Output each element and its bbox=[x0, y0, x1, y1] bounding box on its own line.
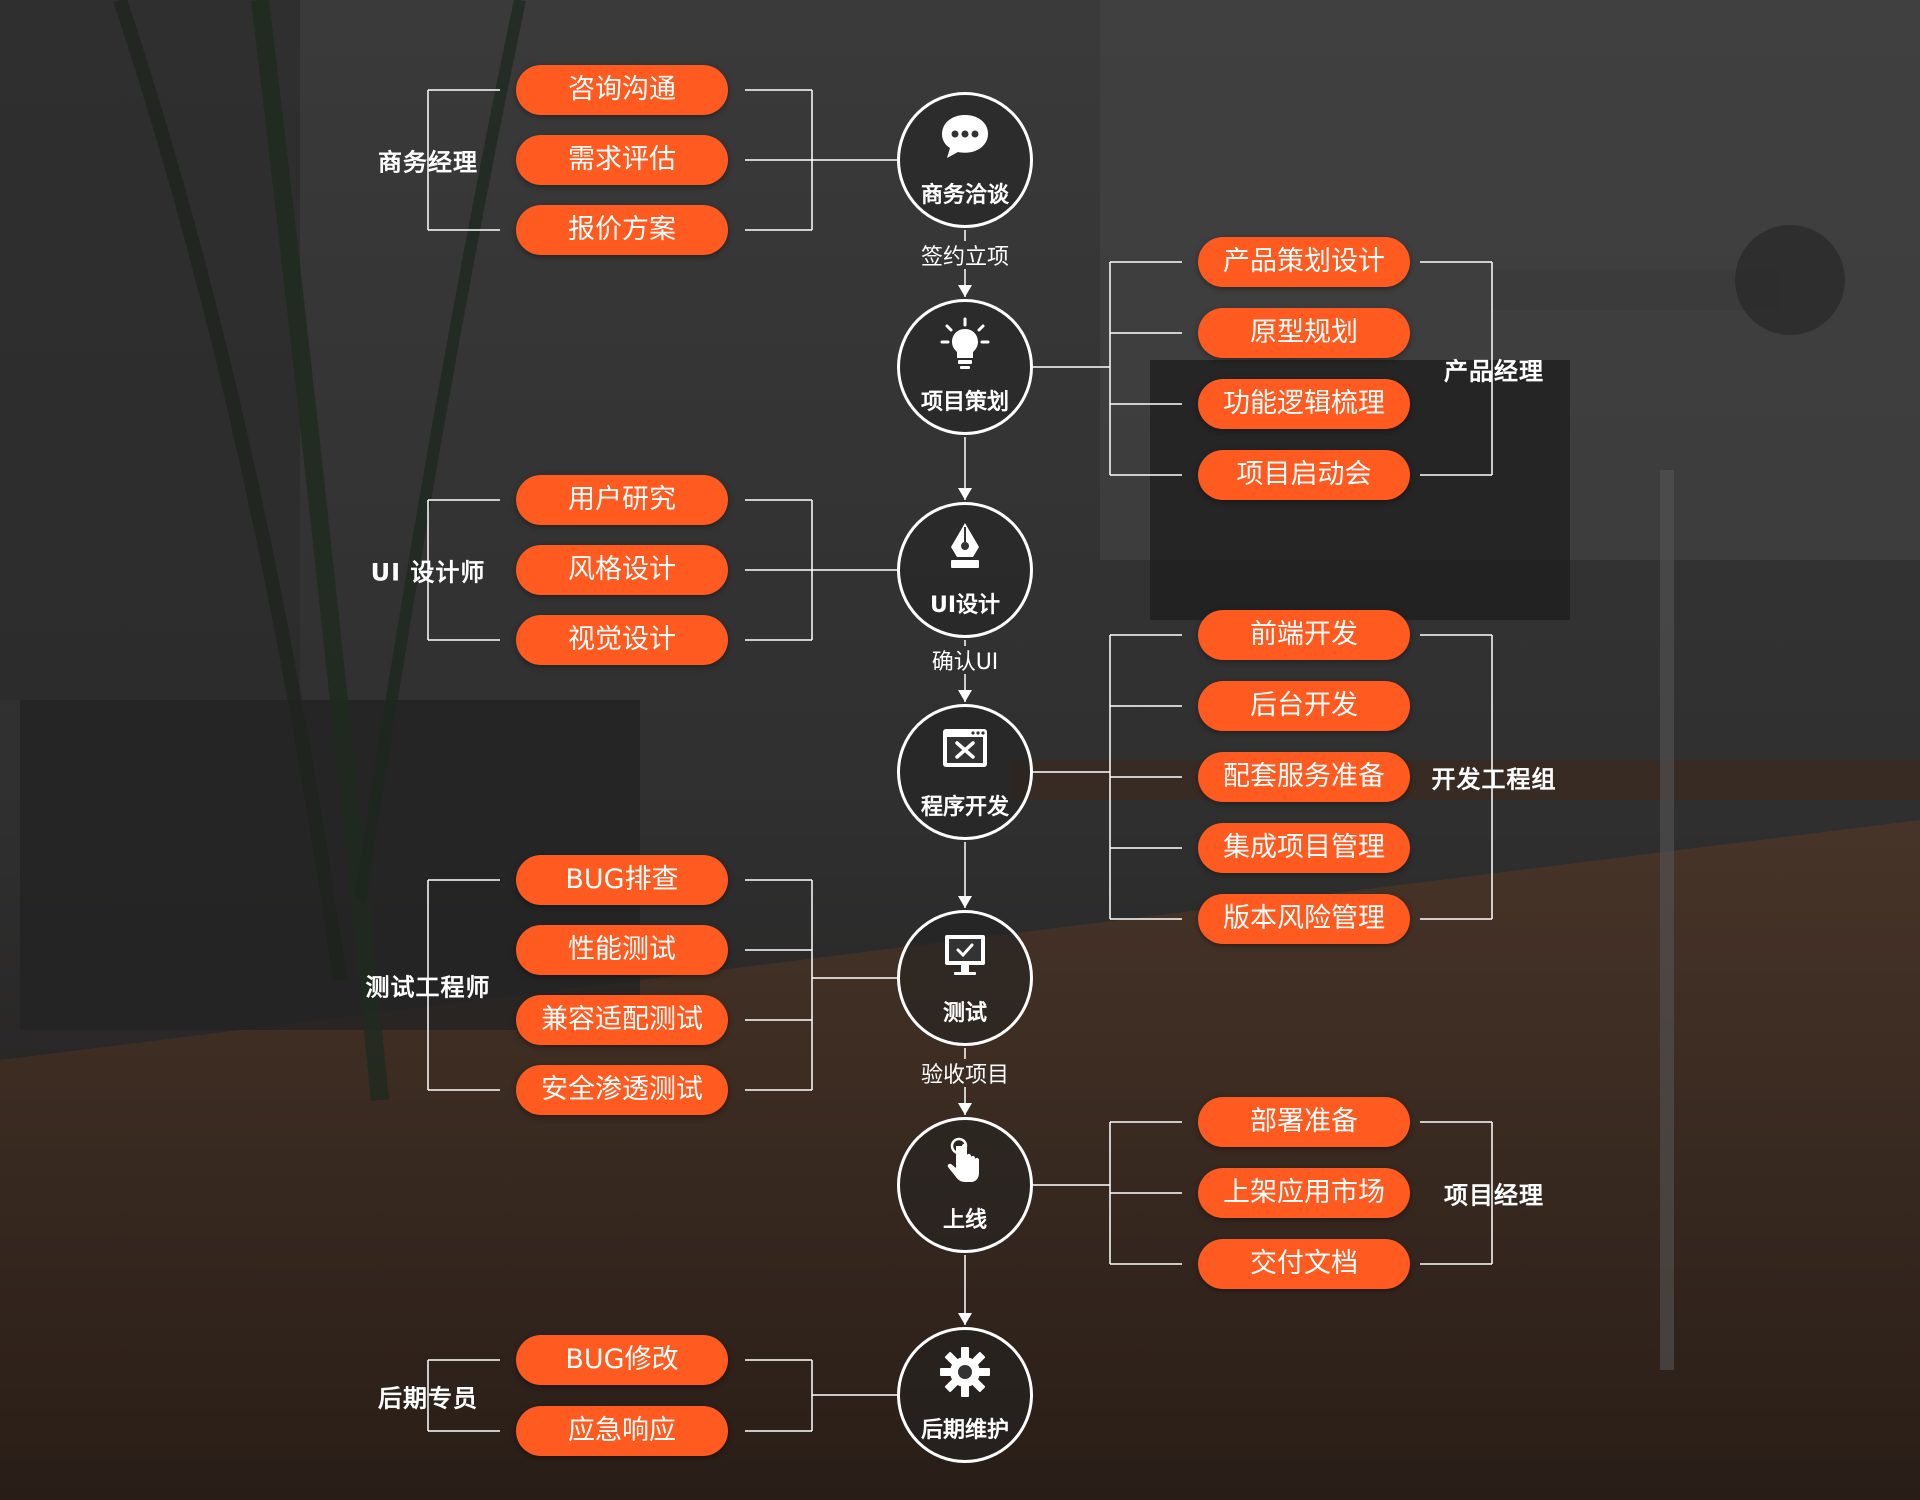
task-pill: 报价方案 bbox=[516, 205, 728, 255]
pen-nib-icon bbox=[937, 519, 993, 575]
transition-label: 确认UI bbox=[931, 650, 999, 675]
stage-label: 上线 bbox=[942, 1208, 987, 1233]
task-pill: 咨询沟通 bbox=[516, 65, 728, 115]
stage-label: 商务洽谈 bbox=[920, 183, 1009, 208]
role-label: 产品经理 bbox=[1444, 357, 1544, 385]
stage-node-7: 后期维护 bbox=[897, 1327, 1033, 1463]
stage-label: 测试 bbox=[942, 1001, 987, 1026]
task-pill: 用户研究 bbox=[516, 475, 728, 525]
task-pill: 视觉设计 bbox=[516, 615, 728, 665]
task-pill: 集成项目管理 bbox=[1198, 823, 1410, 873]
lightbulb-icon bbox=[937, 316, 993, 372]
task-pill: 应急响应 bbox=[516, 1406, 728, 1456]
stage-node-5: 测试 bbox=[897, 910, 1033, 1046]
monitor-check-icon bbox=[937, 927, 993, 983]
stage-node-4: 程序开发 bbox=[897, 704, 1033, 840]
task-pill: 后台开发 bbox=[1198, 681, 1410, 731]
stage-node-6: 上线 bbox=[897, 1117, 1033, 1253]
task-pill: BUG排查 bbox=[516, 855, 728, 905]
task-pill: 需求评估 bbox=[516, 135, 728, 185]
transition-label: 签约立项 bbox=[920, 245, 1010, 270]
task-pill: 产品策划设计 bbox=[1198, 237, 1410, 287]
stage-node-1: 商务洽谈 bbox=[897, 92, 1033, 228]
role-label: 测试工程师 bbox=[365, 973, 491, 1002]
role-label: UI 设计师 bbox=[370, 558, 486, 587]
code-window-icon bbox=[937, 721, 993, 777]
task-pill: BUG修改 bbox=[516, 1335, 728, 1385]
task-pill: 版本风险管理 bbox=[1198, 894, 1410, 944]
task-pill: 部署准备 bbox=[1198, 1097, 1410, 1147]
task-pill: 安全渗透测试 bbox=[516, 1065, 728, 1115]
stage-label: 项目策划 bbox=[920, 390, 1009, 415]
chat-bubble-icon bbox=[937, 109, 993, 165]
task-pill: 项目启动会 bbox=[1198, 450, 1410, 500]
role-label: 项目经理 bbox=[1444, 1181, 1544, 1210]
stage-label: 后期维护 bbox=[920, 1418, 1009, 1443]
stage-node-2: 项目策划 bbox=[897, 299, 1033, 435]
task-pill: 功能逻辑梳理 bbox=[1198, 379, 1410, 429]
transition-label: 验收项目 bbox=[920, 1063, 1010, 1088]
role-label: 后期专员 bbox=[378, 1384, 478, 1412]
task-pill: 配套服务准备 bbox=[1198, 752, 1410, 802]
task-pill: 原型规划 bbox=[1198, 308, 1410, 358]
role-label: 开发工程组 bbox=[1431, 765, 1557, 794]
task-pill: 性能测试 bbox=[516, 925, 728, 975]
role-label: 商务经理 bbox=[378, 148, 478, 177]
task-pill: 风格设计 bbox=[516, 545, 728, 595]
task-pill: 上架应用市场 bbox=[1198, 1168, 1410, 1218]
task-pill: 兼容适配测试 bbox=[516, 995, 728, 1045]
stage-node-3: UI设计 bbox=[897, 502, 1033, 638]
stage-label: UI设计 bbox=[929, 593, 1001, 618]
pointer-hand-icon bbox=[937, 1134, 993, 1190]
task-pill: 前端开发 bbox=[1198, 610, 1410, 660]
stage-label: 程序开发 bbox=[920, 795, 1009, 820]
gear-icon bbox=[937, 1344, 993, 1400]
task-pill: 交付文档 bbox=[1198, 1239, 1410, 1289]
